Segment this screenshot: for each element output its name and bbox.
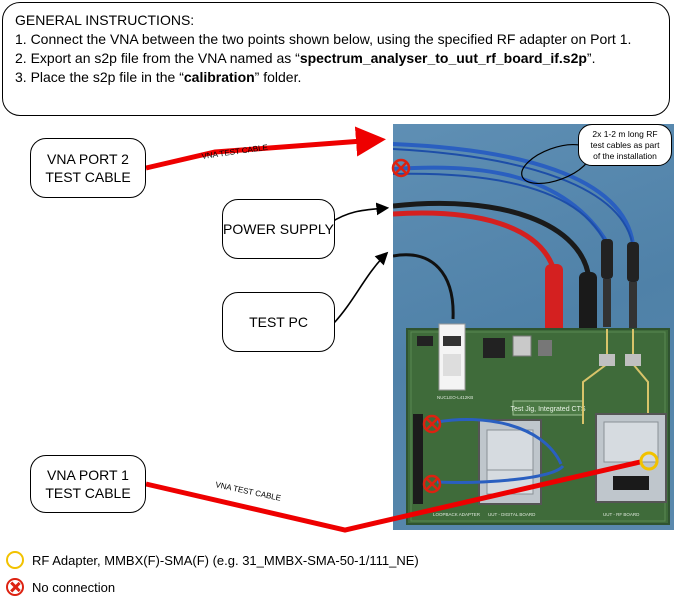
vna-port2-text-1: VNA PORT 2 [45, 150, 130, 168]
vna-port2-text-2: TEST CABLE [45, 168, 130, 186]
test-pc-callout: TEST PC [222, 292, 335, 352]
bubble-line-1: 2x 1-2 m long RF [591, 129, 660, 140]
rf-adapter-ring [641, 453, 657, 469]
bubble-line-2: test cables as part [591, 140, 660, 151]
installation-cables-bubble: 2x 1-2 m long RF test cables as part of … [578, 124, 672, 166]
vna-port1-callout: VNA PORT 1 TEST CABLE [30, 455, 146, 513]
vna-port2-callout: VNA PORT 2 TEST CABLE [30, 138, 146, 198]
no-connection-marker-top [393, 160, 409, 176]
power-supply-callout: POWER SUPPLY [222, 199, 335, 259]
vna-port1-text-1: VNA PORT 1 [45, 466, 130, 484]
bubble-line-3: of the installation [591, 151, 660, 162]
adapter-ring-icon [6, 551, 24, 569]
legend-adapter-text: RF Adapter, MMBX(F)-SMA(F) (e.g. 31_MMBX… [32, 553, 419, 568]
bottom-cable-label: VNA TEST CABLE [215, 480, 282, 503]
top-cable-label: VNA TEST CABLE [201, 143, 268, 161]
legend-no-connection: No connection [6, 578, 115, 596]
power-supply-text: POWER SUPPLY [223, 220, 334, 238]
vna-port1-text-2: TEST CABLE [45, 484, 130, 502]
power-supply-arrow [330, 208, 386, 223]
no-connection-marker-low [424, 476, 440, 492]
vna-port1-cable [146, 462, 640, 530]
test-pc-text: TEST PC [249, 313, 308, 331]
legend-adapter: RF Adapter, MMBX(F)-SMA(F) (e.g. 31_MMBX… [6, 551, 419, 569]
legend-no-connection-text: No connection [32, 580, 115, 595]
test-pc-arrow [334, 254, 386, 323]
no-connection-icon [6, 578, 24, 596]
no-connection-marker-mid [424, 416, 440, 432]
